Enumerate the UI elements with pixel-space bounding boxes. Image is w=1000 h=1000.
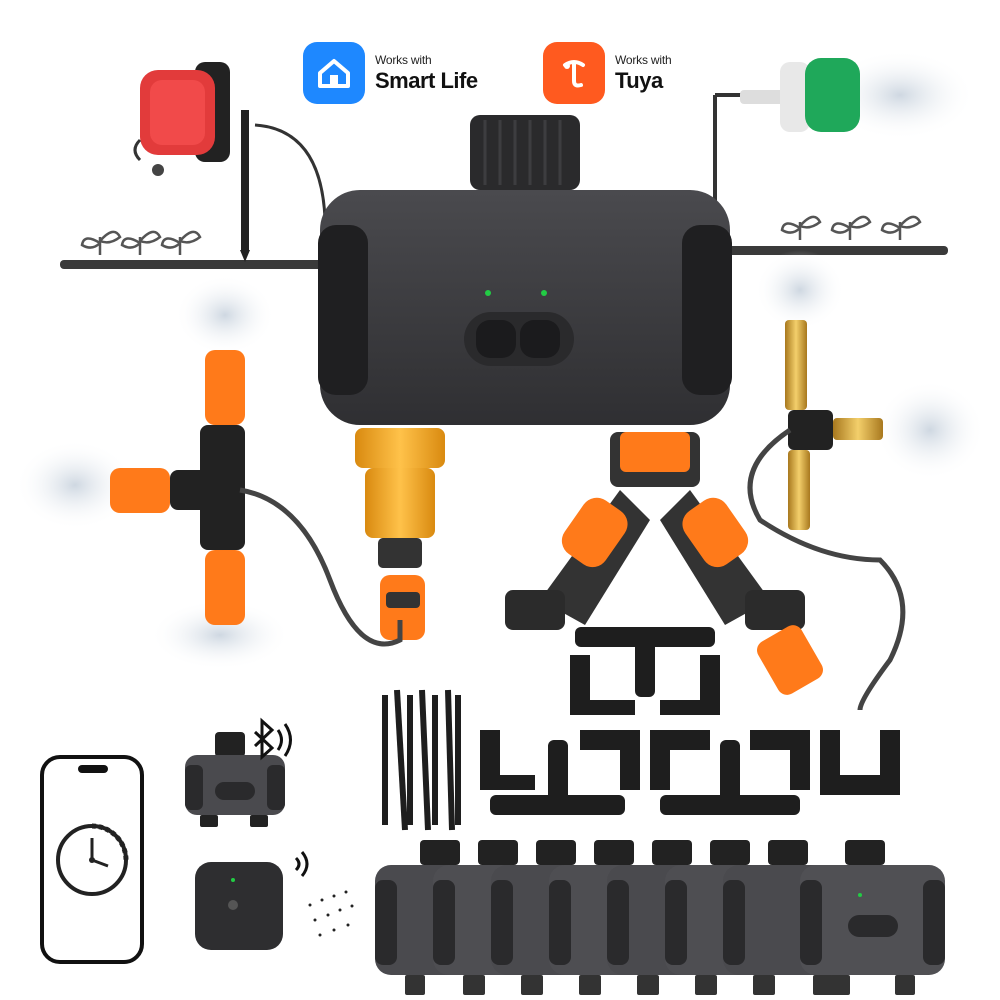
tuya-name: Tuya bbox=[615, 68, 663, 93]
ground-pipe-right bbox=[720, 246, 948, 255]
brass-mist-tee bbox=[747, 250, 985, 711]
wifi-gateway bbox=[195, 862, 283, 950]
tuya-works-with: Works with bbox=[615, 53, 672, 67]
green-mist-dripper bbox=[713, 50, 975, 220]
orange-mist-tee bbox=[15, 275, 403, 670]
bluetooth-icon bbox=[253, 717, 292, 761]
clock-icon bbox=[56, 823, 129, 896]
bluetooth-timer bbox=[185, 732, 285, 827]
timer-unit-front bbox=[800, 840, 945, 995]
tuya-t-icon bbox=[543, 42, 605, 104]
tuya-badge: Works with Tuya bbox=[543, 42, 672, 104]
red-dripper bbox=[133, 62, 327, 262]
smart-life-badge: Works with Smart Life bbox=[303, 42, 478, 104]
wifi-signal-icon bbox=[294, 851, 309, 877]
timer-row bbox=[375, 840, 945, 995]
yellow-tap-adapter bbox=[355, 428, 445, 640]
signal-dots bbox=[308, 890, 354, 937]
y-splitter-valve bbox=[505, 432, 823, 695]
smart-life-name: Smart Life bbox=[375, 68, 478, 93]
seedling-icon bbox=[80, 215, 922, 255]
barb-fittings bbox=[480, 627, 900, 815]
drip-stakes bbox=[382, 689, 461, 831]
smart-life-house-icon bbox=[303, 42, 365, 104]
smart-life-works-with: Works with bbox=[375, 53, 432, 67]
main-water-timer bbox=[318, 115, 732, 425]
ground-pipe-left bbox=[60, 260, 330, 269]
